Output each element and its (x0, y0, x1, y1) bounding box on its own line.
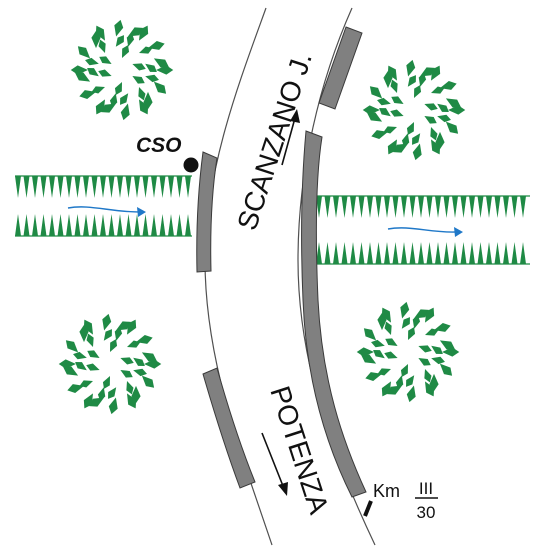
direction-arrow-icon (281, 109, 300, 166)
km-tick (363, 500, 373, 517)
water-flow-arrow-icon (67, 206, 146, 217)
canal-left-hedge-top (15, 175, 192, 198)
km-denominator: 30 (417, 503, 436, 522)
canal-left-hedge-bottom (15, 214, 192, 237)
direction-arrow-icon (261, 432, 288, 496)
barrier-left-upper (196, 151, 218, 273)
canal-right (316, 195, 530, 265)
tree-cluster-icon (362, 58, 466, 162)
canal-right-hedge-bottom (316, 242, 530, 265)
tree-cluster-icon (356, 300, 460, 404)
canal-left (15, 175, 192, 237)
tree-cluster-icon (70, 18, 174, 122)
water-flow-arrow-icon (387, 227, 463, 237)
cso-marker: CSO (136, 134, 199, 173)
km-prefix: Km (373, 481, 400, 501)
location-dot-icon (183, 157, 199, 173)
barrier-right-long (301, 130, 367, 498)
km-numerator: III (419, 479, 433, 498)
barriers (196, 26, 367, 498)
cso-label: CSO (136, 134, 182, 157)
barrier-left-lower (202, 367, 256, 489)
barrier-top-right (318, 26, 363, 110)
km-marker: Km III 30 (363, 479, 438, 522)
tree-cluster-icon (58, 312, 162, 416)
canal-right-hedge-top (316, 195, 530, 218)
